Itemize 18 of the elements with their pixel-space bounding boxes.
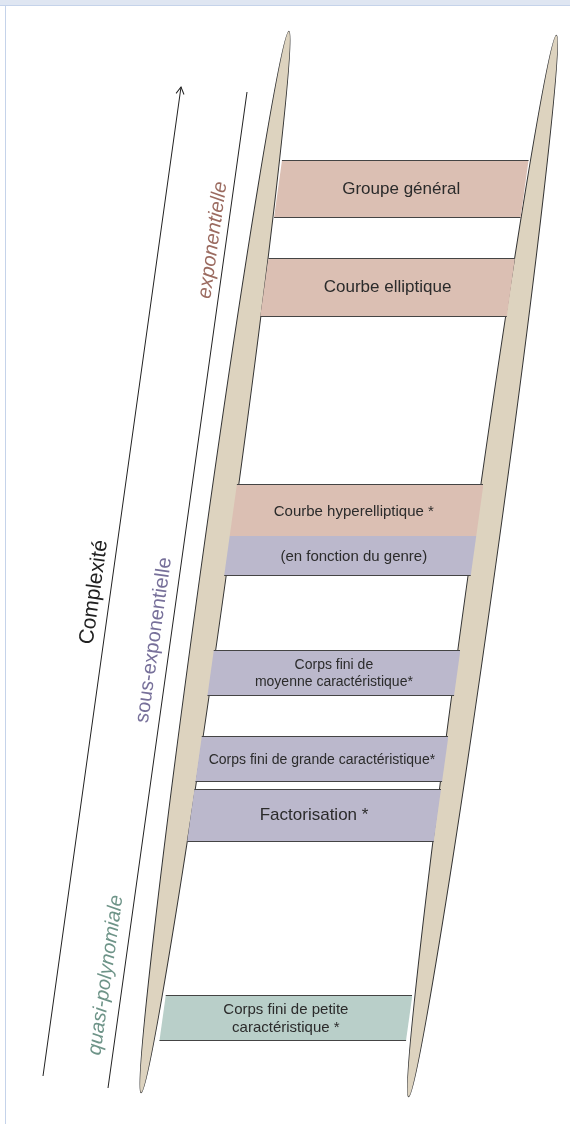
ladder-rung — [195, 736, 449, 782]
complexity-label: sous-exponentielle — [130, 555, 176, 725]
rung-label: Corps fini de grande caractéristique* — [208, 750, 436, 768]
rung-label: (en fonction du genre) — [280, 546, 428, 565]
rung-label: Groupe général — [342, 178, 461, 200]
complexity-label: Complexité — [73, 538, 113, 646]
rung-label: Courbe elliptique — [323, 277, 452, 298]
rung-label: Factorisation * — [259, 805, 369, 826]
rung-label: Courbe hyperelliptique * — [273, 501, 434, 520]
rung-label: Corps fini de petite caractéristique * — [222, 1000, 350, 1036]
ladder-rung — [260, 258, 515, 317]
ladder-rung — [187, 789, 441, 842]
ladder-rung — [273, 160, 529, 218]
rung-label: Corps fini de moyenne caractéristique* — [253, 656, 414, 690]
ladder-rung — [207, 650, 461, 696]
complexity-label: exponentielle — [192, 180, 232, 300]
ladder-rung — [159, 995, 413, 1041]
complexity-label: quasi-polynomiale — [82, 893, 128, 1057]
